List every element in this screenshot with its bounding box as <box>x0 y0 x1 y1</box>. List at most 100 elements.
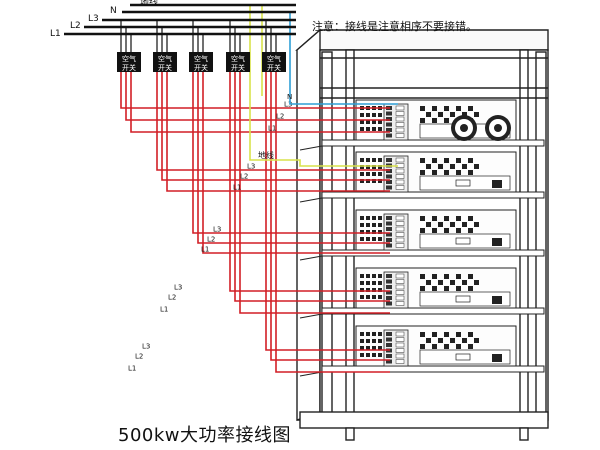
breaker-label-bottom: 开关 <box>231 63 245 72</box>
terminal-slot <box>395 243 405 248</box>
terminal-slot <box>395 111 405 116</box>
phase-wire <box>197 72 390 244</box>
power-module <box>299 209 545 261</box>
terminal-screw <box>386 296 392 300</box>
terminal-slot <box>395 133 405 138</box>
module-handle <box>492 354 502 362</box>
shelf-rail <box>299 197 323 203</box>
phase-wire <box>239 72 390 314</box>
breaker-label-top: 空气 <box>267 54 281 63</box>
terminal-screw <box>386 227 392 231</box>
terminal-screw <box>386 128 392 132</box>
phase-label: L2 <box>240 173 248 181</box>
terminal-slot <box>395 290 405 295</box>
phase-label: L3 <box>247 163 255 171</box>
power-module <box>299 325 545 377</box>
power-modules <box>299 99 545 377</box>
terminal-screw <box>386 158 392 162</box>
power-module <box>299 151 545 203</box>
terminal-slot <box>395 295 405 301</box>
phase-label: L2 <box>135 353 143 361</box>
terminal-slot <box>395 157 405 163</box>
vent-grid <box>360 158 382 183</box>
main-bus <box>64 3 296 36</box>
terminal-screw <box>386 274 392 278</box>
terminal-screw <box>386 122 392 127</box>
breaker-body <box>117 52 141 72</box>
phase-wire <box>265 72 390 351</box>
breaker-label-bottom: 开关 <box>122 63 136 72</box>
tap-label-ground: 地线 <box>258 150 274 160</box>
phase-label: L3 <box>213 226 221 234</box>
shelf-rail <box>299 145 323 151</box>
breaker-label-bottom: 开关 <box>158 63 172 72</box>
fan-icon <box>451 115 477 141</box>
vent-grid <box>360 332 382 357</box>
breaker-label-top: 空气 <box>158 54 172 63</box>
shelf-rail <box>299 255 323 261</box>
terminal-slot <box>395 185 405 190</box>
vent-grid <box>420 274 479 291</box>
terminal-screw <box>386 290 392 295</box>
breaker-label-top: 空气 <box>231 54 245 63</box>
phase-wire <box>161 72 390 181</box>
module-shelf <box>321 139 545 147</box>
terminal-screw <box>386 185 392 190</box>
terminal-slot <box>395 279 405 284</box>
module-indicator <box>455 179 471 187</box>
terminal-slot <box>395 237 405 243</box>
phase-label: L2 <box>276 113 284 121</box>
terminal-screw <box>386 343 392 347</box>
terminal-screw <box>386 279 392 284</box>
phase-wire <box>275 72 390 373</box>
module-handle <box>492 238 502 246</box>
terminal-screw <box>386 301 392 306</box>
bus-labels: 地线 N L3 L2 L1 <box>50 0 158 39</box>
terminal-screw <box>386 285 392 289</box>
terminal-screw <box>386 117 392 121</box>
terminal-slot <box>395 122 405 127</box>
phase-wire <box>229 72 390 292</box>
bus-label-ground: 地线 <box>140 0 158 8</box>
breaker-label-top: 空气 <box>122 54 136 63</box>
phase-wire <box>125 72 390 121</box>
diagram-caption: 500kw大功率接线图 <box>118 425 292 446</box>
vent-grid <box>360 216 382 241</box>
phase-label: L2 <box>168 294 176 302</box>
phase-wire <box>156 72 390 171</box>
breaker-body <box>226 52 250 72</box>
terminal-slot <box>395 337 405 342</box>
breaker-body <box>189 52 213 72</box>
terminal-slot <box>395 342 405 348</box>
phase-wire <box>202 72 390 254</box>
phase-wire <box>120 72 390 109</box>
breaker-label-bottom: 开关 <box>267 63 281 72</box>
module-indicator <box>455 295 471 303</box>
terminal-slot <box>395 232 405 237</box>
terminal-slot <box>395 168 405 174</box>
module-shelf <box>321 191 545 199</box>
module-handle <box>492 296 502 304</box>
shelf-rail <box>299 313 323 319</box>
breaker-label-top: 空气 <box>194 54 208 63</box>
phase-wire <box>166 72 390 192</box>
terminal-slot <box>395 359 405 364</box>
vent-grid <box>360 274 382 299</box>
terminal-slot <box>395 301 405 306</box>
terminal-slot <box>395 331 405 337</box>
bus-label-l1: L1 <box>50 29 61 39</box>
terminal-slot <box>395 284 405 290</box>
vent-grid <box>420 158 479 175</box>
terminal-screw <box>386 169 392 173</box>
breaker-label-bottom: 开关 <box>194 63 208 72</box>
terminal-screw <box>386 221 392 226</box>
wiring-note: 注意：接线是注意相序不要接错。 <box>312 20 477 33</box>
terminal-screw <box>386 243 392 248</box>
fan-icon <box>485 115 511 141</box>
phase-label: L3 <box>284 101 292 109</box>
